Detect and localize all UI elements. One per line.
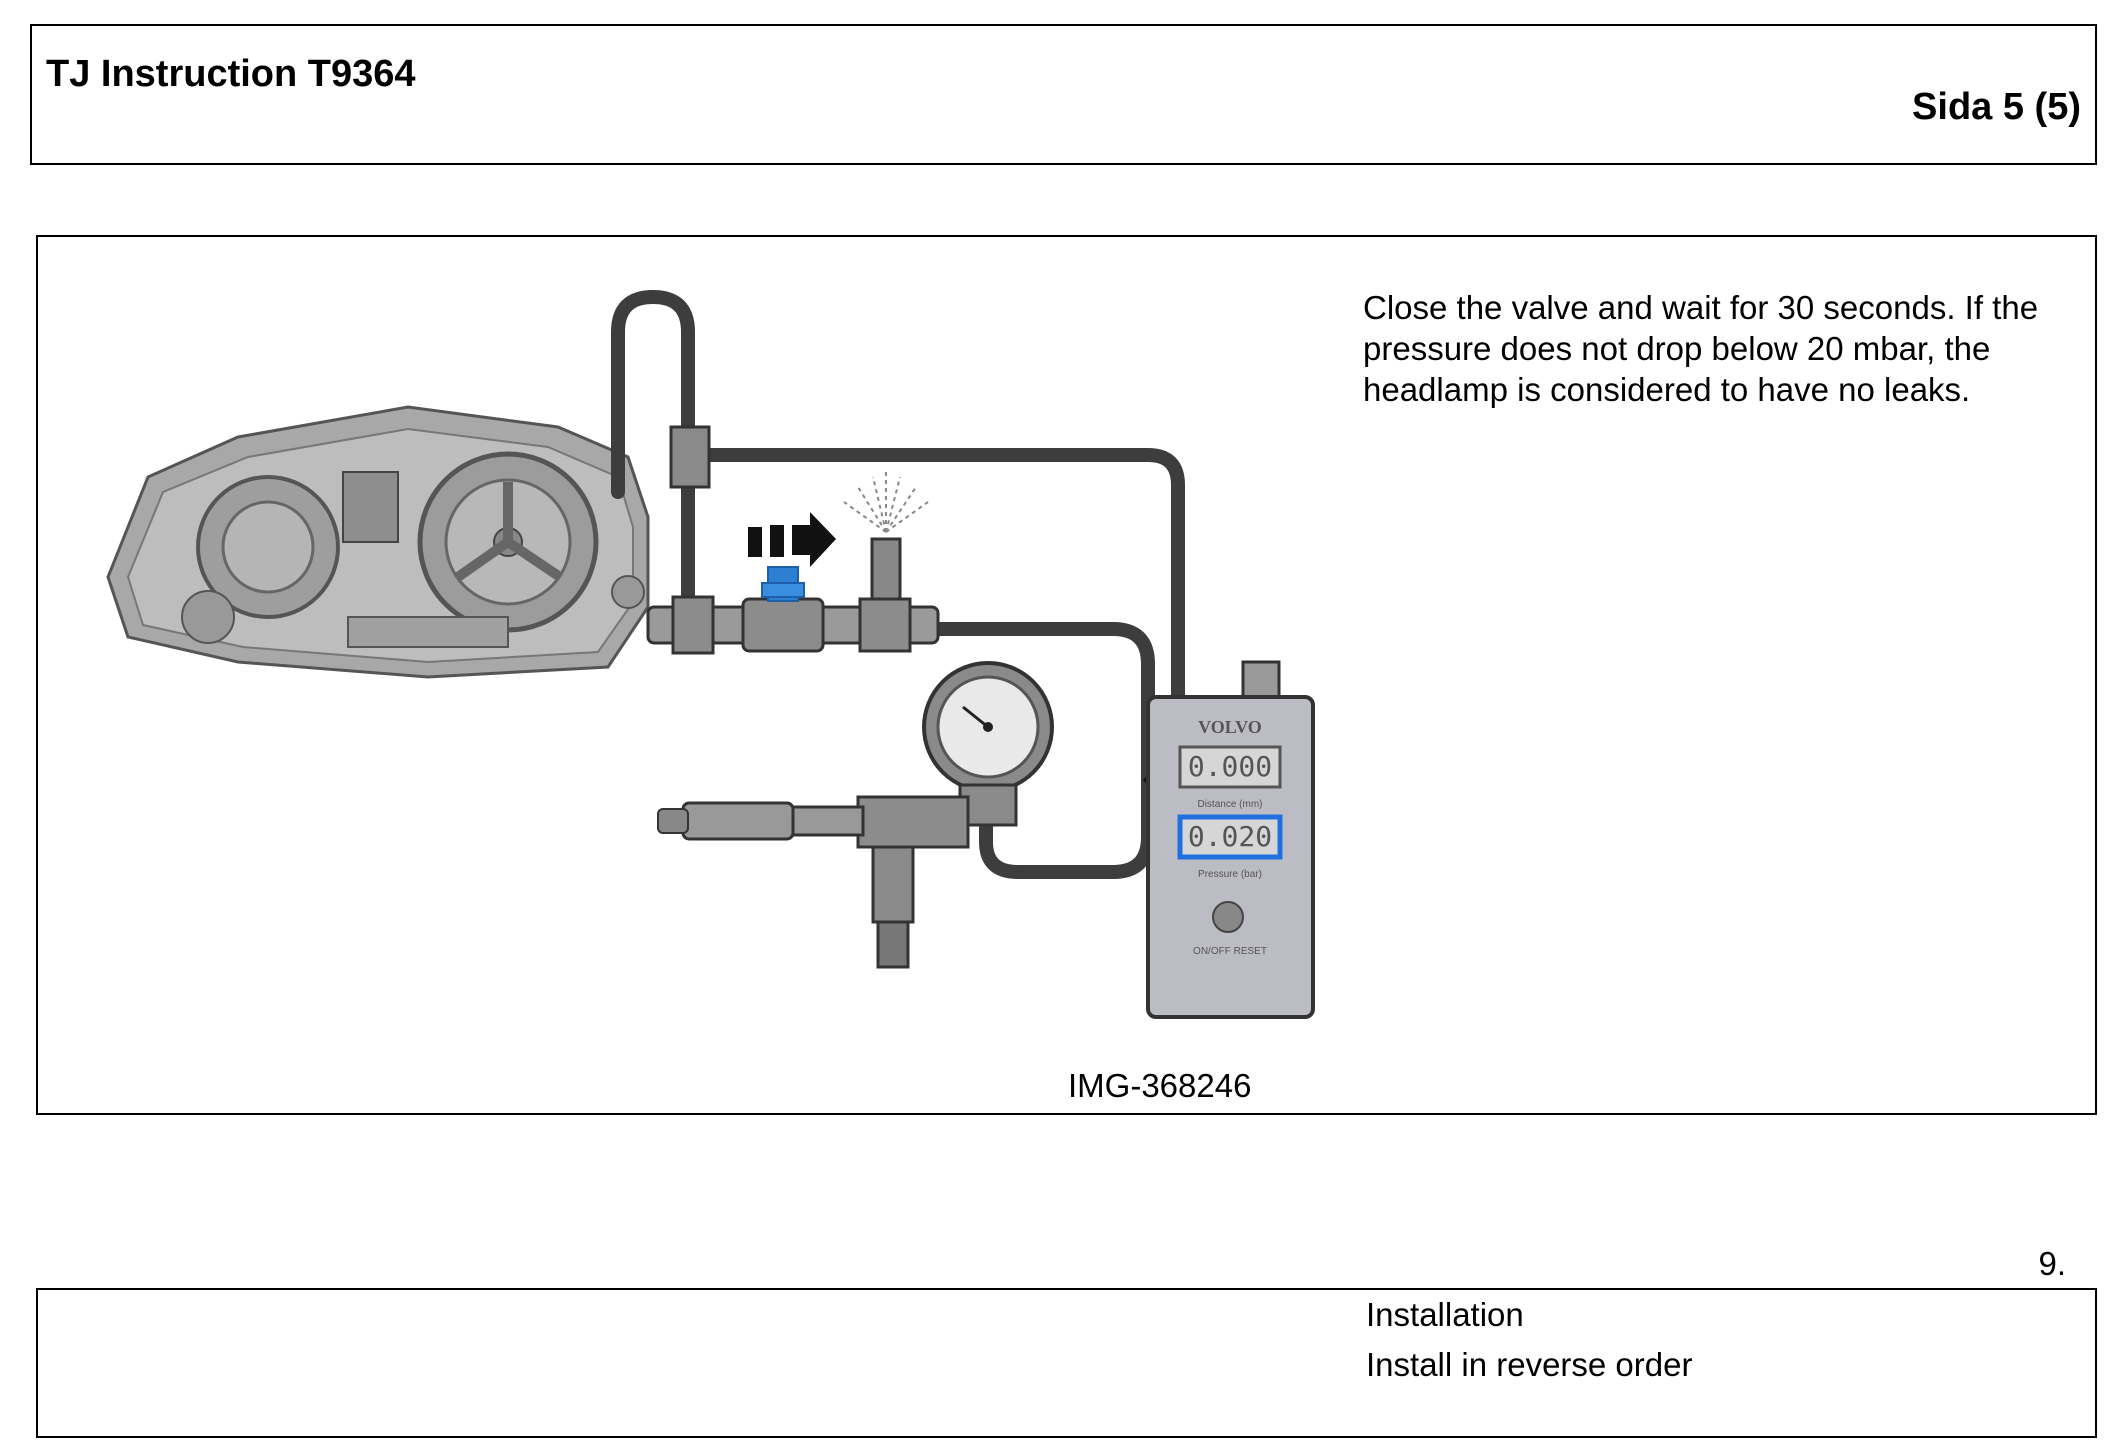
headlamp-icon <box>106 405 650 679</box>
step-instruction: Close the valve and wait for 30 seconds.… <box>1363 289 2039 408</box>
distance-label: Distance (mm) <box>1197 799 1262 810</box>
pressure-display: 0.020 <box>1188 820 1272 853</box>
t-fitting <box>669 425 711 489</box>
device-button <box>1212 901 1244 933</box>
device-brand: VOLVO <box>1198 717 1262 737</box>
pressure-label: Pressure (bar) <box>1198 869 1262 880</box>
test-setup-illustration: VOLVO 0.000 Distance (mm) 0.020 Pressure… <box>106 290 1315 1019</box>
distance-display: 0.000 <box>1188 750 1272 783</box>
document-title: TJ Instruction T9364 <box>46 53 416 95</box>
hose-lines <box>611 290 1185 879</box>
installation-section: Installation Install in reverse order <box>36 1288 2097 1438</box>
page-header: TJ Instruction T9364 Sida 5 (5) <box>30 24 2097 165</box>
device-buttons-label: ON/OFF RESET <box>1193 946 1267 957</box>
arrow-icon <box>748 512 836 567</box>
leak-spray-icon <box>843 472 929 533</box>
valve-icon <box>646 537 940 655</box>
leak-tester-device: VOLVO 0.000 Distance (mm) 0.020 Pressure… <box>1146 660 1315 1019</box>
page-number: Sida 5 (5) <box>1912 86 2081 128</box>
image-id: IMG-368246 <box>1068 1067 1252 1104</box>
pressure-gauge-icon <box>657 661 1054 969</box>
installation-title: Installation <box>1366 1296 1524 1333</box>
step-number: 9. <box>2038 1245 2066 1282</box>
step-section: VOLVO 0.000 Distance (mm) 0.020 Pressure… <box>36 235 2097 1115</box>
installation-text: Install in reverse order <box>1366 1346 1693 1383</box>
